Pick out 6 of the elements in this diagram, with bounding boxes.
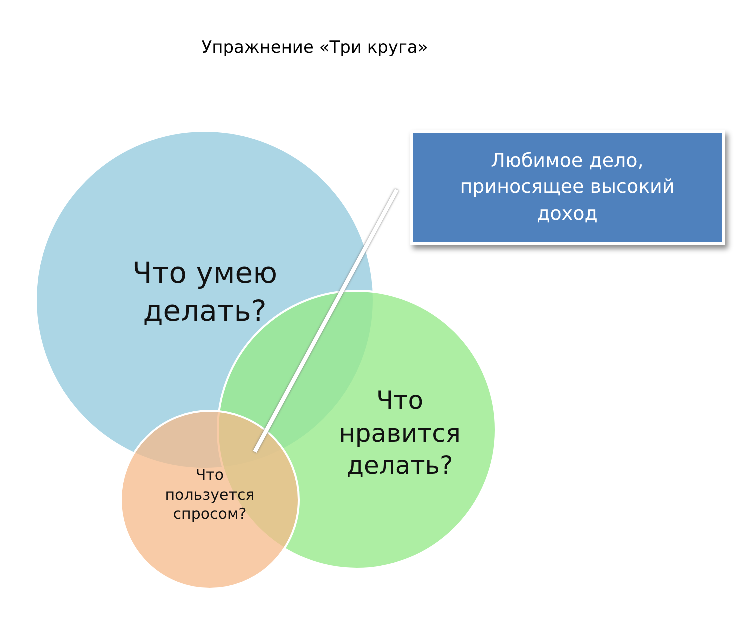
title: Упражнение «Три круга» (200, 38, 430, 58)
circle-label: Что нравится делать? (338, 385, 462, 482)
circle-label: Что умею делать? (131, 255, 279, 330)
circle-label: Что пользуется спросом? (164, 466, 256, 524)
callout-box (410, 130, 725, 245)
callout-text: Любимое дело, приносящее высокий доход (459, 148, 676, 227)
